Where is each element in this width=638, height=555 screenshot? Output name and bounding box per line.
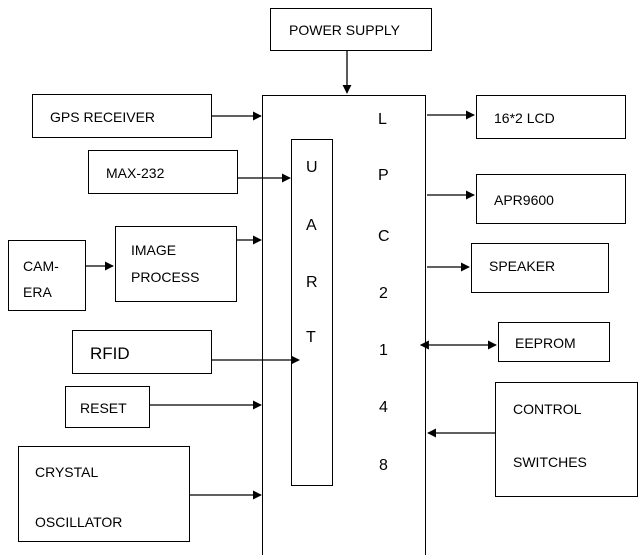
- uart-letter-a: A: [306, 217, 317, 234]
- crystal-oscillator-label-line1: CRYSTAL: [35, 464, 99, 480]
- camera-label-line1: CAM-: [23, 258, 59, 274]
- rfid-block: RFID: [72, 330, 212, 374]
- power-supply-label: POWER SUPPLY: [289, 22, 400, 38]
- gps-receiver-label: GPS RECEIVER: [50, 109, 156, 125]
- lpc2148-block: [262, 95, 426, 555]
- max232-block: MAX-232: [88, 150, 238, 194]
- camera-block: CAM- ERA: [8, 240, 86, 311]
- camera-label-line2: ERA: [23, 284, 52, 300]
- image-process-block: IMAGE PROCESS: [115, 226, 237, 302]
- image-process-label-line1: IMAGE: [131, 242, 177, 258]
- uart-letter-u: U: [306, 159, 318, 176]
- mcu-letter-1: 1: [379, 342, 388, 359]
- mcu-letter-8: 8: [379, 457, 388, 474]
- eeprom-label: EEPROM: [515, 335, 576, 351]
- eeprom-block: EEPROM: [498, 322, 610, 362]
- uart-letter-r: R: [306, 274, 318, 291]
- mcu-letter-p: P: [378, 167, 389, 184]
- rfid-label: RFID: [90, 344, 130, 363]
- reset-block: RESET: [65, 386, 150, 428]
- apr9600-block: APR9600: [476, 174, 626, 224]
- mcu-letter-c: C: [378, 228, 390, 245]
- control-switches-label-line2: SWITCHES: [513, 454, 587, 470]
- uart-block: [291, 139, 333, 486]
- control-switches-label-line1: CONTROL: [513, 401, 582, 417]
- lcd-label: 16*2 LCD: [494, 110, 555, 126]
- crystal-oscillator-label-line2: OSCILLATOR: [35, 514, 123, 530]
- crystal-oscillator-block: CRYSTAL OSCILLATOR: [18, 446, 190, 542]
- gps-receiver-block: GPS RECEIVER: [32, 94, 212, 138]
- control-switches-block: CONTROL SWITCHES: [495, 382, 638, 497]
- uart-letter-t: T: [306, 329, 316, 346]
- mcu-letter-4: 4: [379, 399, 388, 416]
- power-supply-block: POWER SUPPLY: [270, 8, 432, 51]
- mcu-letter-l: L: [378, 111, 387, 128]
- apr9600-label: APR9600: [494, 192, 554, 208]
- speaker-block: SPEAKER: [471, 243, 609, 293]
- reset-label: RESET: [80, 400, 127, 416]
- image-process-label-line2: PROCESS: [131, 269, 200, 285]
- lcd-block: 16*2 LCD: [476, 95, 626, 139]
- max232-label: MAX-232: [106, 165, 165, 181]
- speaker-label: SPEAKER: [489, 258, 556, 274]
- mcu-letter-2: 2: [379, 285, 388, 302]
